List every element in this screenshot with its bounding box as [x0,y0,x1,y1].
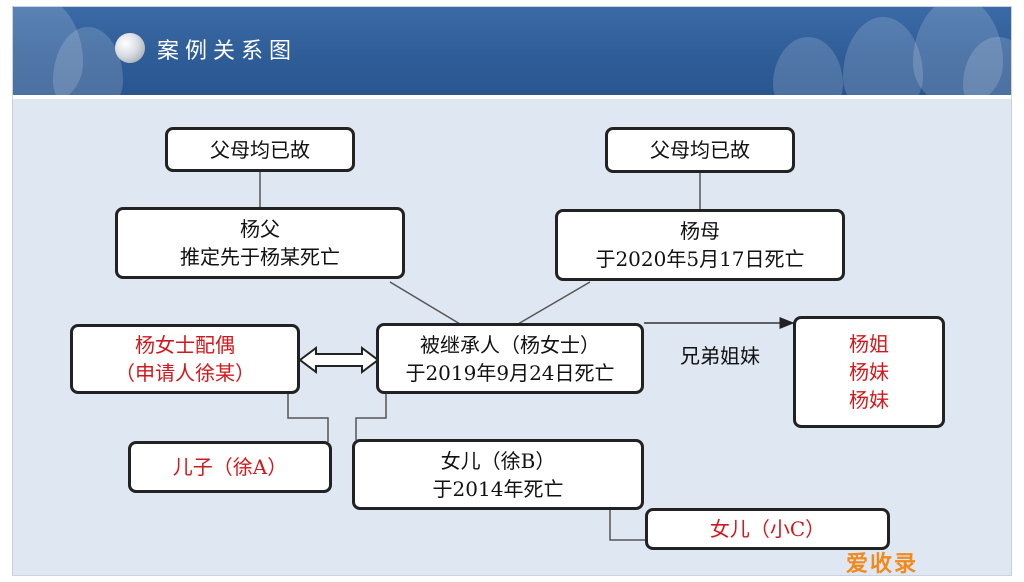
node-line: 被继承人（杨女士） [420,332,600,357]
node-line: 杨女士配偶 [135,333,235,357]
node-line: 父母均已故 [650,138,750,162]
watermark-logo: 爱收录 [846,552,919,577]
slide-title: 案例关系图 [157,39,298,64]
banner-decoration [913,7,1003,95]
node-mother: 杨母 于2020年5月17日死亡 [555,209,845,281]
node-grandparents-right: 父母均已故 [605,127,795,173]
node-line: 杨母 [680,219,720,243]
node-grandparents-left: 父母均已故 [165,127,355,172]
siblings-edge-label: 兄弟姐妹 [680,344,760,368]
node-line: 杨妹 [849,360,889,384]
node-spouse: 杨女士配偶 （申请人徐某） [70,324,300,394]
node-line: 杨妹 [849,388,889,412]
edge-father-decedent [389,281,461,325]
edge-decedent-daughter [355,393,387,440]
title-bullet-icon [115,33,145,63]
node-line: 推定先于杨某死亡 [180,245,340,269]
node-decedent: 被继承人（杨女士） 于2019年9月24日死亡 [376,323,644,394]
spouse-double-arrow [298,346,380,374]
node-line: 于2020年5月17日死亡 [595,247,805,271]
edge-spouse-son [287,393,329,442]
title-banner: 案例关系图 [13,7,1011,95]
node-father: 杨父 推定先于杨某死亡 [115,207,405,279]
node-line: 儿子（徐A） [172,455,288,479]
node-son: 儿子（徐A） [128,441,332,493]
node-granddaughter: 女儿（小C） [645,508,890,550]
node-line: 于2014年死亡 [432,476,564,501]
node-line: 父母均已故 [210,137,310,162]
node-line: 杨姐 [849,332,889,356]
edge-mother-decedent [517,281,591,325]
banner-divider [13,95,1011,99]
node-siblings: 杨姐 杨妹 杨妹 [793,316,945,428]
edge-daughter-granddaughter [609,508,648,541]
node-daughter: 女儿（徐B） 于2014年死亡 [352,439,644,510]
node-line: 杨父 [240,217,280,241]
node-line: （申请人徐某） [115,361,255,385]
node-line: 女儿（小C） [709,517,826,541]
node-line: 女儿（徐B） [440,448,556,473]
node-line: 于2019年9月24日死亡 [405,360,615,385]
banner-decoration [13,7,83,95]
